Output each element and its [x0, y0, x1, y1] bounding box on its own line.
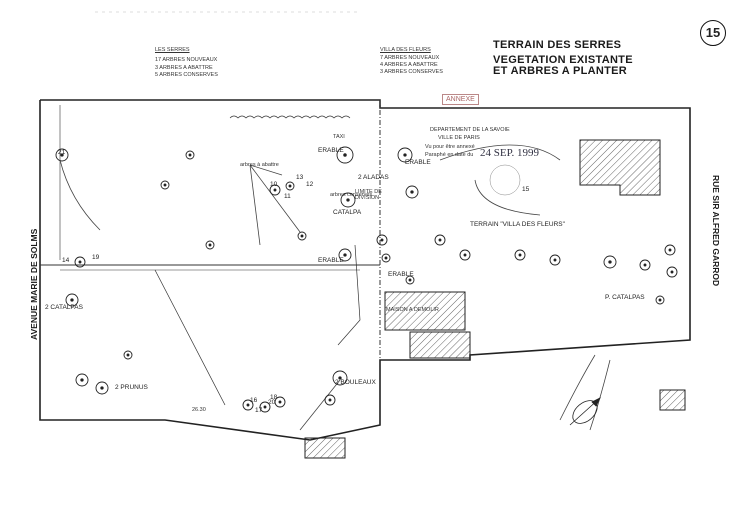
- label-erable-top: ERABLE: [318, 147, 344, 154]
- stamp-date: 24 SEP. 1999: [480, 147, 539, 159]
- tree-number: 17: [255, 407, 263, 414]
- tree-symbol: [603, 255, 617, 269]
- label-prunus: 2 PRUNUS: [115, 384, 148, 391]
- tree-symbol: [666, 266, 678, 278]
- title-line-3: ET ARBRES A PLANTER: [493, 65, 628, 77]
- label-terrain: TERRAIN "VILLA DES FLEURS": [470, 221, 565, 228]
- tree-symbol: [340, 192, 356, 208]
- tree-symbol: [55, 148, 69, 162]
- buildings: [304, 139, 686, 459]
- stamp-line-b: Paraphé en date du: [425, 152, 474, 158]
- sheet-number: 15: [700, 20, 726, 46]
- tree-symbol: [434, 234, 446, 246]
- label-sep: 26.30: [192, 407, 206, 413]
- tree-symbol: [664, 244, 676, 256]
- label-limite: LIMITE DE DIVISION: [355, 189, 382, 201]
- tree-symbol: [459, 249, 471, 261]
- tree-symbol: [242, 399, 254, 411]
- tree-symbols: [55, 146, 678, 413]
- division-lines: [40, 100, 381, 406]
- tree-symbol: [489, 164, 521, 196]
- shrub-row: [229, 115, 351, 119]
- tree-symbol: [259, 401, 271, 413]
- tree-symbol: [381, 253, 391, 263]
- stamp-line-a: Vu pour être annexé: [425, 144, 475, 150]
- tree-symbol: [338, 248, 352, 262]
- tree-symbol: [297, 231, 307, 241]
- tree-symbol: [269, 184, 281, 196]
- tree-symbol: [514, 249, 526, 261]
- street-right-label: RUE SIR ALFRED GARROD: [711, 175, 721, 287]
- label-catalpa: CATALPA: [333, 209, 362, 216]
- tree-symbol: [65, 293, 79, 307]
- tree-number: 19: [92, 254, 100, 261]
- stamp-dept: DEPARTEMENT DE LA SAVOIE: [430, 127, 510, 133]
- legend-right-line1: 7 ARBRES NOUVEAUX: [380, 55, 440, 61]
- label-catalpas-left: 2 CATALPAS: [45, 304, 83, 311]
- tree-number: 13: [296, 174, 304, 181]
- legend-right-line2: 4 ARBRES A ABATTRE: [380, 62, 438, 68]
- tree-symbol: [123, 350, 133, 360]
- stamp-commune: VILLE DE PARIS: [438, 135, 480, 141]
- tree-symbol: [655, 295, 665, 305]
- tree-symbol: [376, 234, 388, 246]
- legend-right-line3: 3 ARBRES CONSERVES: [380, 69, 443, 75]
- legend-left-heading: LES SERRES: [155, 47, 190, 53]
- legend-right-heading: VILLA DES FLEURS: [380, 47, 431, 53]
- legend-left-line1: 17 ARBRES NOUVEAUX: [155, 57, 218, 63]
- tree-number: 20: [268, 399, 276, 406]
- label-erable-3: ERABLE: [318, 257, 344, 264]
- tree-number: 16: [250, 397, 258, 404]
- annex-stamp: ANNEXE: [442, 94, 479, 105]
- tree-number: 18: [270, 394, 278, 401]
- label-aladas: 2 ALADAS: [358, 174, 389, 181]
- tree-symbol: [185, 150, 195, 160]
- garden-paths: [59, 144, 611, 431]
- tree-symbol: [274, 396, 286, 408]
- tree-symbol: [74, 256, 86, 268]
- title-line-2: VEGETATION EXISTANTE: [493, 54, 633, 66]
- label-taxi: TAXI: [333, 134, 345, 140]
- label-erable-4: ERABLE: [388, 271, 414, 278]
- label-maison: MAISON A DEMOLIR: [386, 307, 439, 313]
- tree-number: 11: [284, 193, 291, 200]
- tree-symbol: [75, 373, 89, 387]
- tree-symbol: [324, 394, 336, 406]
- tree-number: 21: [58, 149, 66, 156]
- tree-number: 15: [522, 186, 530, 193]
- label-bouleaux: 2 BOULEAUX: [335, 379, 376, 386]
- tree-symbol: [205, 240, 215, 250]
- legend-left-line3: 5 ARBRES CONSERVES: [155, 72, 218, 78]
- tree-number: 14: [62, 257, 70, 264]
- street-left-label: AVENUE MARIE DE SOLMS: [29, 228, 39, 340]
- tree-symbol: [405, 185, 419, 199]
- label-arbres-conserves: arbres conservés: [330, 192, 373, 198]
- tree-number: 12: [306, 181, 314, 188]
- tree-symbol: [336, 146, 354, 164]
- tree-symbol: [95, 381, 109, 395]
- tree-symbol: [549, 254, 561, 266]
- tree-symbol: [285, 181, 295, 191]
- tree-symbol: [639, 259, 651, 271]
- label-arbres-abattre: arbres à abattre: [240, 162, 279, 168]
- tree-number: 10: [270, 181, 278, 188]
- label-catalpas-right: P. CATALPAS: [605, 294, 645, 301]
- north-arrow: [569, 397, 601, 426]
- tree-symbol: [332, 370, 348, 386]
- tree-symbol: [397, 147, 413, 163]
- tree-symbol: [160, 180, 170, 190]
- title-line-1: TERRAIN DES SERRES: [493, 39, 622, 51]
- tree-symbol: [405, 275, 415, 285]
- legend-left-line2: 3 ARBRES A ABATTRE: [155, 65, 213, 71]
- label-erable-2: ERABLE: [405, 159, 431, 166]
